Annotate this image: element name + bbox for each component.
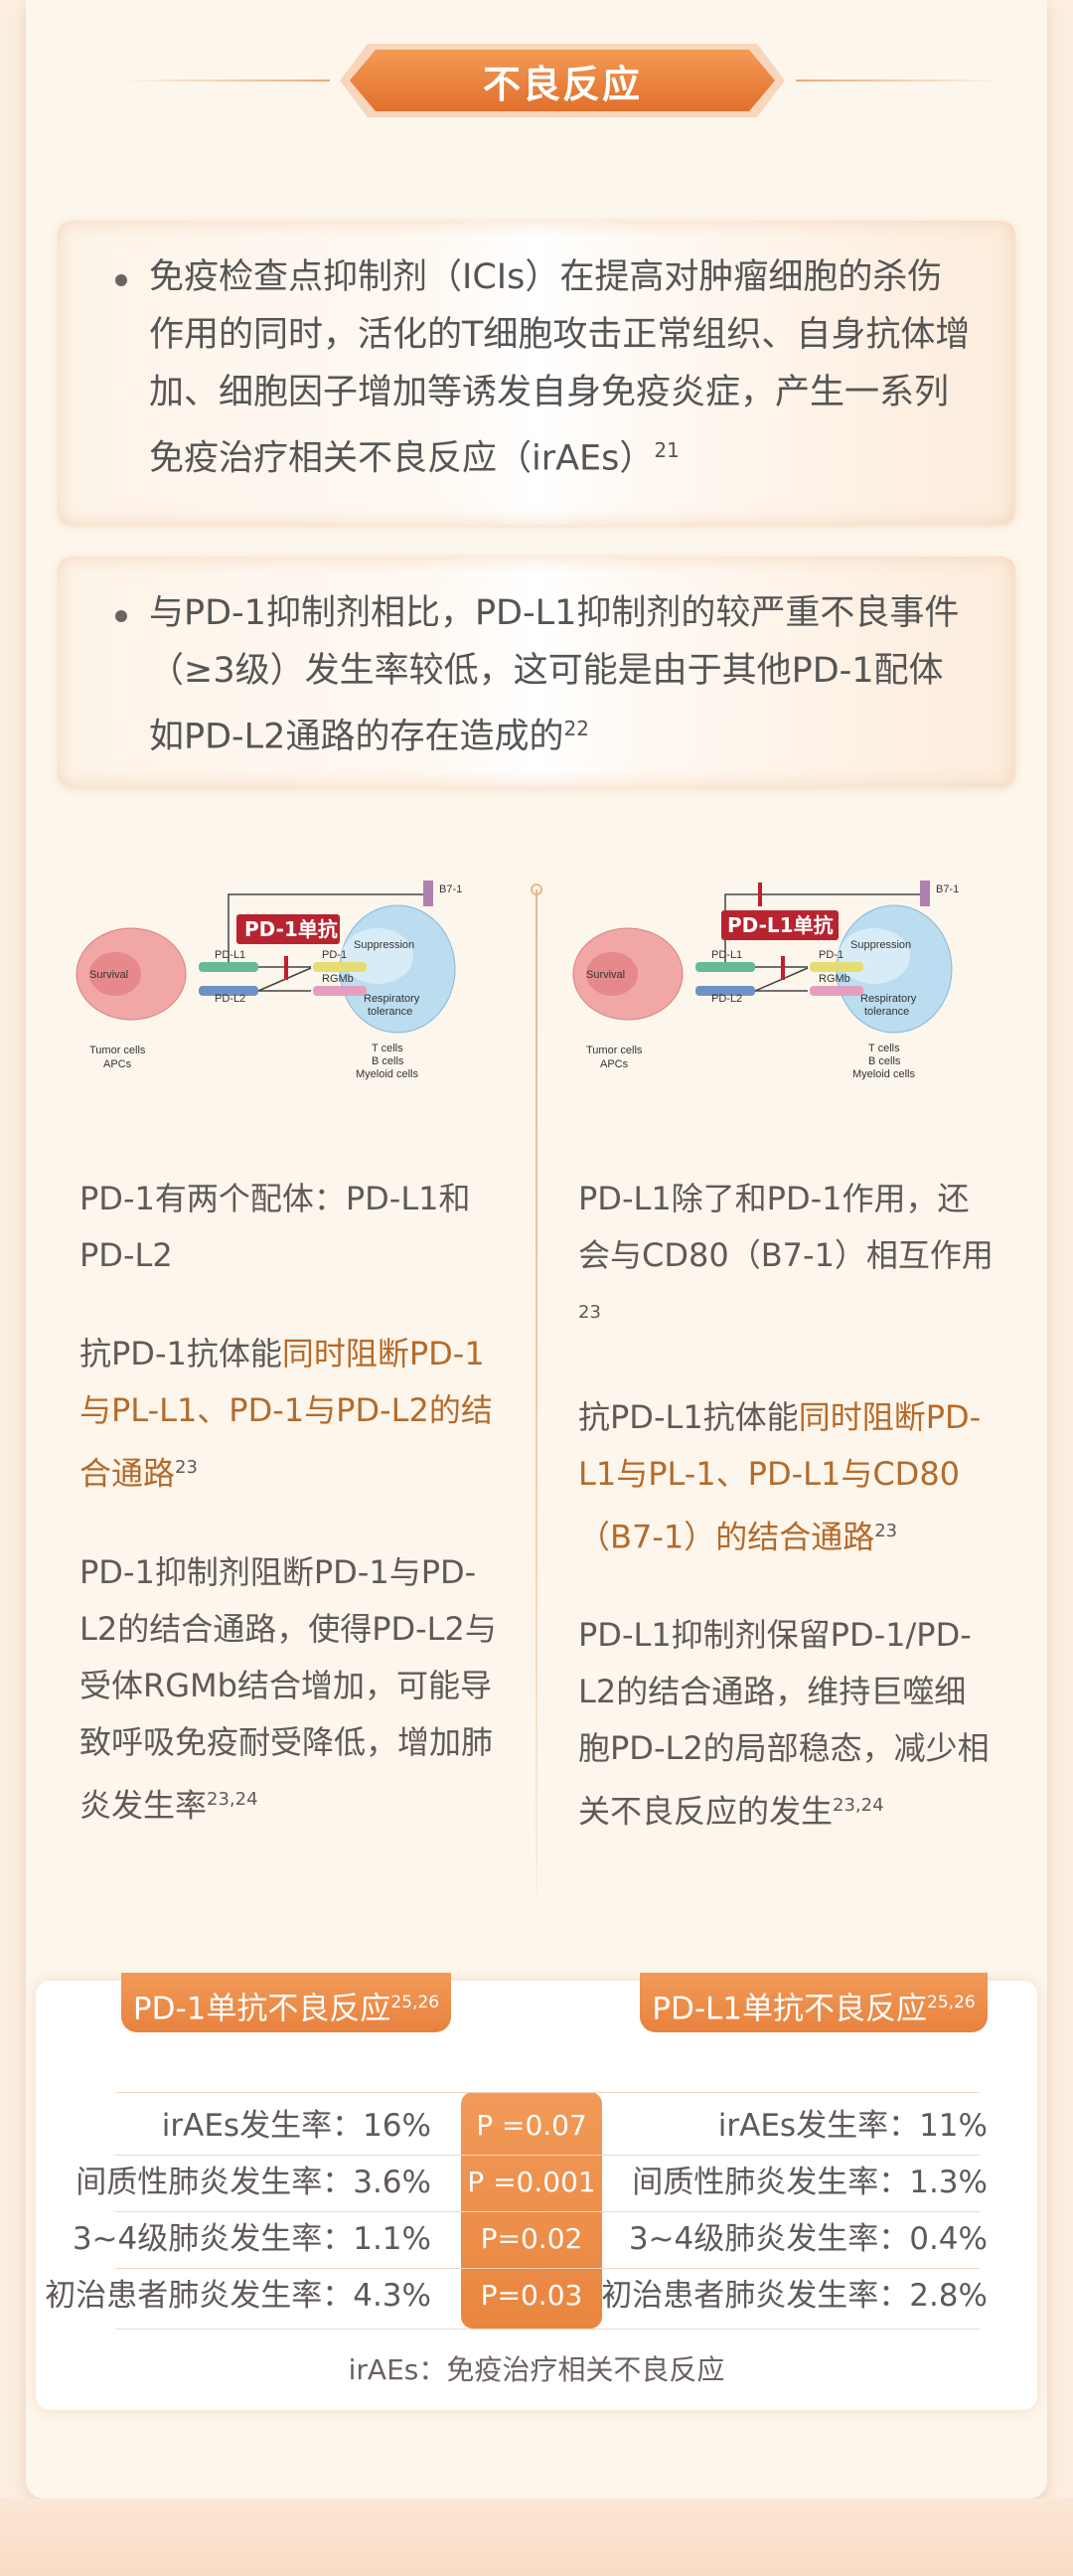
survival-label: Survival — [89, 969, 128, 981]
b71-label: B7-1 — [439, 884, 462, 895]
right-para-3: PD-L1抑制剂保留PD-1/PD-L2的结合通路，维持巨噬细胞PD-L2的局部… — [578, 1616, 990, 1831]
right-para-2: 抗PD-L1抗体能同时阻断PD-L1与PL-1、PD-L1与CD80（B7-1）… — [578, 1397, 982, 1556]
pdl1-value: irAEs发生率：11% — [717, 2108, 988, 2144]
p-value-column — [461, 2092, 602, 2329]
pdl1-label: PD-L1 — [711, 949, 742, 961]
pd1-pathway-diagram: Survival Tumor cells APCs Suppression Re… — [70, 875, 507, 1093]
tcells-label: T cells — [868, 1043, 900, 1054]
row-divider — [115, 2092, 980, 2093]
pdl1-adverse-title: PD-L1单抗不良反应25,26 — [640, 1973, 988, 2032]
tcells-label: T cells — [372, 1043, 403, 1054]
tumor-label: Tumor cells — [89, 1045, 146, 1056]
header-line-right — [796, 80, 1004, 81]
table-row: irAEs发生率：16% P =0.07 irAEs发生率：11% — [36, 2098, 1037, 2154]
suppression-label: Suppression — [850, 939, 911, 951]
left-para-1: PD-1有两个配体：PD-L1和PD-L2 — [79, 1180, 471, 1274]
pdl1-value: 3~4级肺炎发生率：0.4% — [628, 2221, 988, 2257]
left-column-text: PD-1有两个配体：PD-L1和PD-L2 抗PD-1抗体能同时阻断PD-1与P… — [79, 1171, 497, 1875]
pd1-antibody-tag: PD-1单抗 — [244, 917, 338, 941]
p-value: P=0.02 — [480, 2222, 583, 2255]
pd1-adverse-title: PD-1单抗不良反应25,26 — [121, 1973, 451, 2032]
survival-label: Survival — [586, 969, 625, 981]
pdl1-label: PD-L1 — [215, 949, 245, 961]
myeloid-label: Myeloid cells — [356, 1068, 418, 1080]
left-para-3: PD-1抑制剂阻断PD-1与PD-L2的结合通路，使得PD-L2与受体RGMb结… — [79, 1552, 497, 1825]
respiratory-label: Respiratory — [860, 993, 917, 1005]
pdl2-label: PD-L2 — [215, 993, 245, 1005]
p-value: P =0.001 — [467, 2166, 596, 2198]
tumor-label: Tumor cells — [586, 1045, 643, 1056]
p-value: P =0.07 — [476, 2109, 587, 2142]
bottom-band — [0, 2498, 1073, 2576]
b71-label: B7-1 — [936, 884, 959, 895]
comparison-panel: PD-1单抗不良反应25,26 PD-L1单抗不良反应25,26 irAEs发生… — [36, 1973, 1037, 2410]
pd1-value: 初治患者肺炎发生率：4.3% — [45, 2278, 431, 2314]
tolerance-label: tolerance — [368, 1006, 412, 1018]
table-row: 初治患者肺炎发生率：4.3% P=0.03 初治患者肺炎发生率：2.8% — [36, 2268, 1037, 2324]
pdl2-label: PD-L2 — [711, 993, 742, 1005]
bullet-dot — [115, 274, 127, 286]
row-divider — [115, 2155, 980, 2156]
column-divider — [536, 889, 537, 1893]
pdl1-antibody-tag: PD-L1单抗 — [727, 913, 834, 937]
row-divider — [115, 2329, 980, 2330]
p-value: P=0.03 — [480, 2279, 583, 2312]
bullet-dot — [115, 610, 127, 622]
respiratory-label: Respiratory — [364, 993, 420, 1005]
tolerance-label: tolerance — [864, 1006, 909, 1018]
apc-label: APCs — [103, 1058, 132, 1070]
pd1-label: PD-1 — [322, 949, 347, 961]
pdl1-value: 初治患者肺炎发生率：2.8% — [601, 2278, 988, 2314]
pdl1-value: 间质性肺炎发生率：1.3% — [632, 2165, 988, 2200]
pd1-label: PD-1 — [819, 949, 843, 961]
pd1-value: 间质性肺炎发生率：3.6% — [76, 2165, 431, 2200]
pd1-value: irAEs发生率：16% — [161, 2108, 431, 2144]
pdl1-pathway-diagram: Survival Tumor cells APCs Suppression Re… — [566, 875, 1003, 1093]
header-line-left — [121, 80, 330, 81]
table-row: 间质性肺炎发生率：3.6% P =0.001 间质性肺炎发生率：1.3% — [36, 2155, 1037, 2210]
row-divider — [115, 2268, 980, 2269]
footnote: irAEs：免疫治疗相关不良反应 — [348, 2353, 725, 2386]
table-row: 3~4级肺炎发生率：1.1% P=0.02 3~4级肺炎发生率：0.4% — [36, 2211, 1037, 2267]
bullet-box: 免疫检查点抑制剂（ICIs）在提高对肿瘤细胞的杀伤作用的同时，活化的T细胞攻击正… — [58, 221, 1015, 525]
rgmb-label: RGMb — [819, 973, 850, 985]
row-divider — [115, 2211, 980, 2212]
bcells-label: B cells — [372, 1055, 404, 1067]
bullet-box: 与PD-1抑制剂相比，PD-L1抑制剂的较严重不良事件（≥3级）发生率较低，这可… — [58, 557, 1015, 787]
right-para-1: PD-L1除了和PD-1作用，还会与CD80（B7-1）相互作用23 — [578, 1180, 994, 1323]
bcells-label: B cells — [868, 1055, 901, 1067]
left-para-2: 抗PD-1抗体能同时阻断PD-1与PL-L1、PD-1与PD-L2的结合通路23 — [79, 1335, 493, 1493]
bullet-text: 与PD-1抑制剂相比，PD-L1抑制剂的较严重不良事件（≥3级）发生率较低，这可… — [149, 593, 960, 757]
section-header: 不良反应 — [324, 40, 801, 121]
pd1-value: 3~4级肺炎发生率：1.1% — [72, 2221, 431, 2257]
myeloid-label: Myeloid cells — [852, 1068, 915, 1080]
bullet-text: 免疫检查点抑制剂（ICIs）在提高对肿瘤细胞的杀伤作用的同时，活化的T细胞攻击正… — [149, 257, 971, 479]
rgmb-label: RGMb — [322, 973, 354, 985]
suppression-label: Suppression — [354, 939, 414, 951]
page-title: 不良反应 — [482, 62, 642, 106]
right-column-text: PD-L1除了和PD-1作用，还会与CD80（B7-1）相互作用23 抗PD-L… — [578, 1171, 996, 1882]
apc-label: APCs — [600, 1058, 629, 1070]
